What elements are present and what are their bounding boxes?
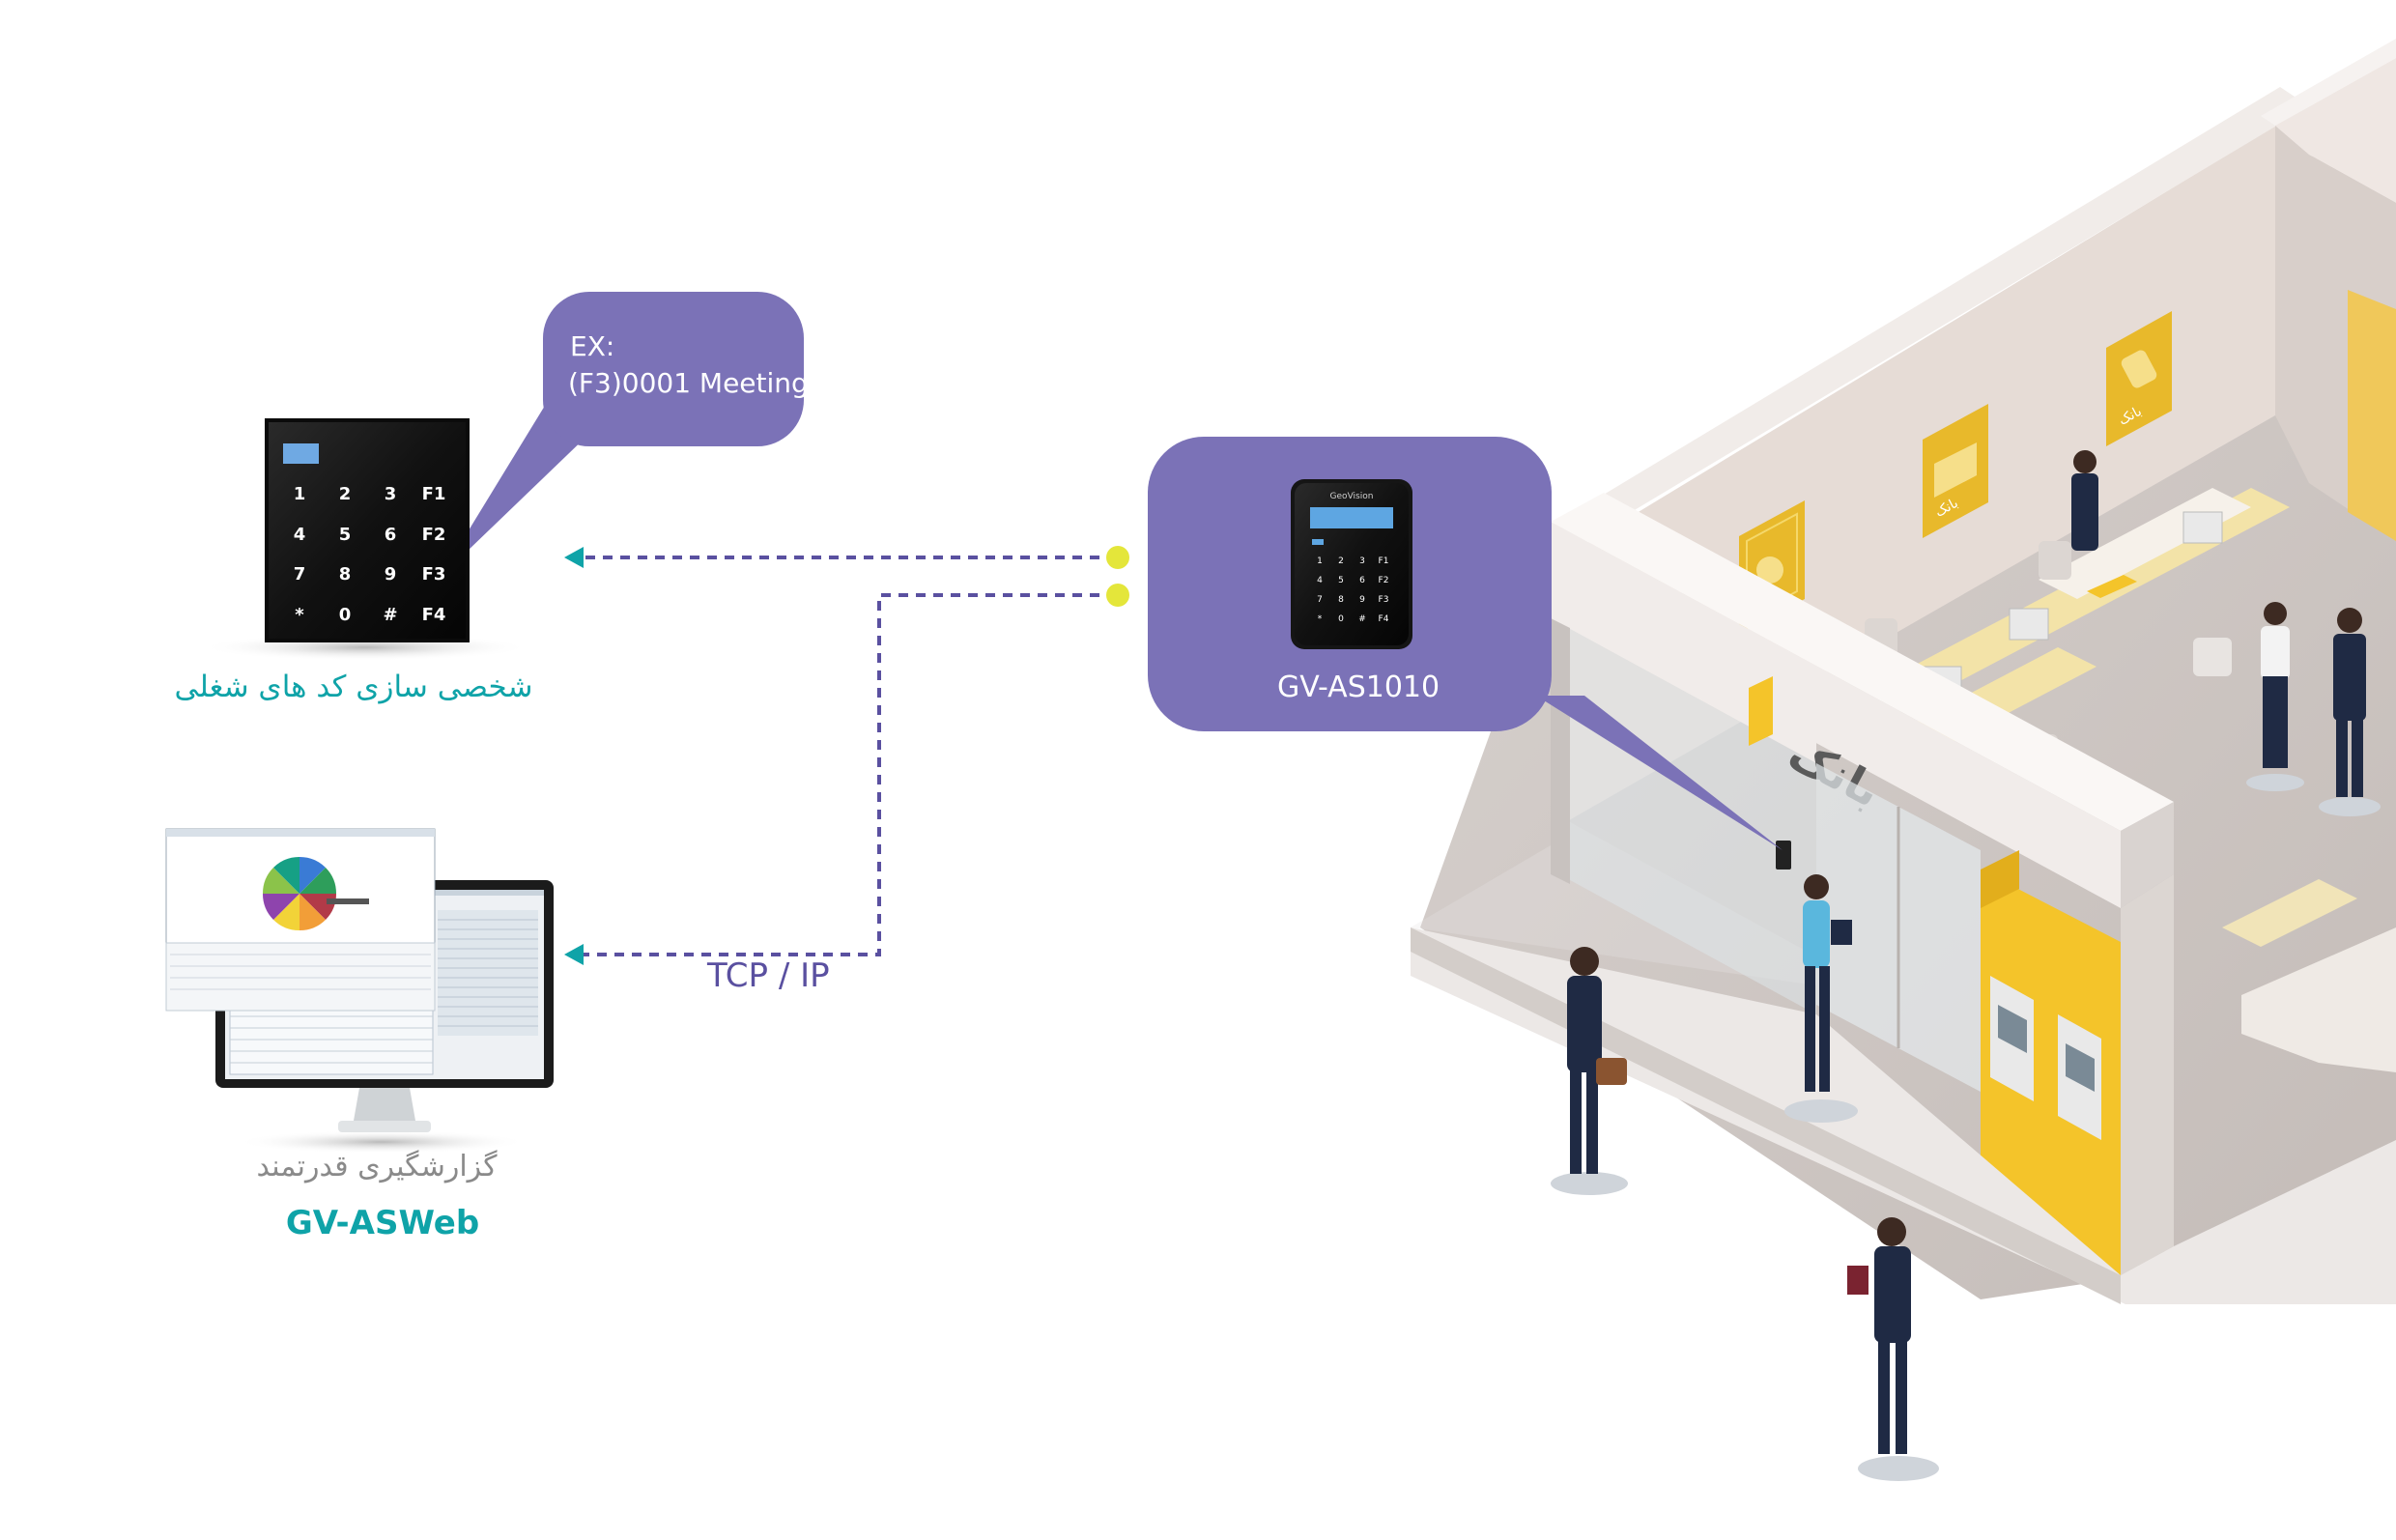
network-connections: [564, 546, 1129, 965]
keypad-key: 0: [338, 605, 352, 625]
device-name-label: GV-AS1010: [1277, 670, 1440, 704]
connection-bottom: [578, 593, 1117, 956]
port-bottom: [1106, 584, 1129, 607]
keypad-key: F1: [421, 484, 446, 504]
wall-reader: [1776, 841, 1791, 870]
keypad-key: 5: [338, 525, 352, 545]
port-top: [1106, 546, 1129, 569]
device-key: 8: [1338, 595, 1344, 605]
example-callout-box: [543, 292, 804, 446]
keypad-key: 8: [338, 564, 352, 585]
tcpip-label: TCP / IP: [707, 956, 830, 995]
gv-as1010-device: GeoVision: [1291, 479, 1412, 649]
keypad-key: F2: [421, 525, 446, 545]
device-key: F2: [1378, 576, 1389, 585]
atm-1: [1990, 976, 2034, 1101]
device-key: F3: [1378, 595, 1389, 605]
poster-3: بانک: [2106, 311, 2172, 446]
keypad-key: F3: [421, 564, 446, 585]
reporting-label: گزارشگیری قدرتمند: [256, 1150, 498, 1184]
staff-2: [2246, 602, 2304, 791]
device-key: F4: [1378, 614, 1389, 624]
staff-3: [2319, 608, 2381, 816]
keypad-key: 2: [338, 484, 352, 504]
job-codes-label: شخصی سازی کد های شغلی: [174, 670, 533, 704]
person-walking: [1847, 1217, 1939, 1481]
device-key: 5: [1338, 576, 1344, 585]
device-key: 3: [1359, 556, 1365, 566]
person-at-reader: [1784, 874, 1858, 1123]
device-key: 4: [1317, 576, 1323, 585]
device-callout: GeoVision: [1148, 437, 1783, 850]
atm-wall: [1981, 870, 2121, 1275]
arrow-bottom: [564, 944, 584, 965]
device-key: 0: [1338, 614, 1344, 624]
device-key: 7: [1317, 595, 1323, 605]
keypad-key: 4: [293, 525, 306, 545]
arrow-top: [564, 547, 584, 568]
poster-2: بانک: [1923, 404, 1988, 538]
asweb-monitor: [165, 828, 554, 1154]
asweb-label: GV-ASWeb: [285, 1204, 480, 1242]
device-key: 6: [1359, 576, 1365, 585]
callout-line-1: EX:: [570, 330, 615, 362]
device-key: 1: [1317, 556, 1323, 566]
keypad-screen: [283, 443, 319, 464]
keypad-key: 6: [384, 525, 397, 545]
keypad-key: F4: [421, 605, 446, 625]
device-key: *: [1317, 614, 1323, 624]
keypad-key: 7: [293, 564, 306, 585]
device-key: F1: [1378, 556, 1389, 566]
device-key: 2: [1338, 556, 1344, 566]
keypad-key: 3: [384, 484, 397, 504]
person-with-briefcase: [1551, 947, 1628, 1195]
atm-2: [2058, 1014, 2101, 1140]
staff-1: [2071, 450, 2098, 551]
report-pie-chart: [262, 856, 337, 931]
keypad-device: [201, 418, 529, 661]
keypad-key: 9: [384, 564, 397, 585]
keypad-key: #: [383, 605, 398, 625]
example-callout: [440, 292, 804, 578]
callout-line-2: (F3)0001 Meeting: [568, 367, 809, 399]
keypad-key: *: [295, 605, 304, 625]
bank-illustration: بانک بانک: [1411, 39, 2396, 1481]
device-key: #: [1358, 614, 1366, 624]
device-callout-pointer: [1536, 696, 1783, 850]
device-key: 9: [1359, 595, 1365, 605]
device-brand: GeoVision: [1330, 492, 1374, 501]
keypad-key: 1: [293, 484, 306, 504]
